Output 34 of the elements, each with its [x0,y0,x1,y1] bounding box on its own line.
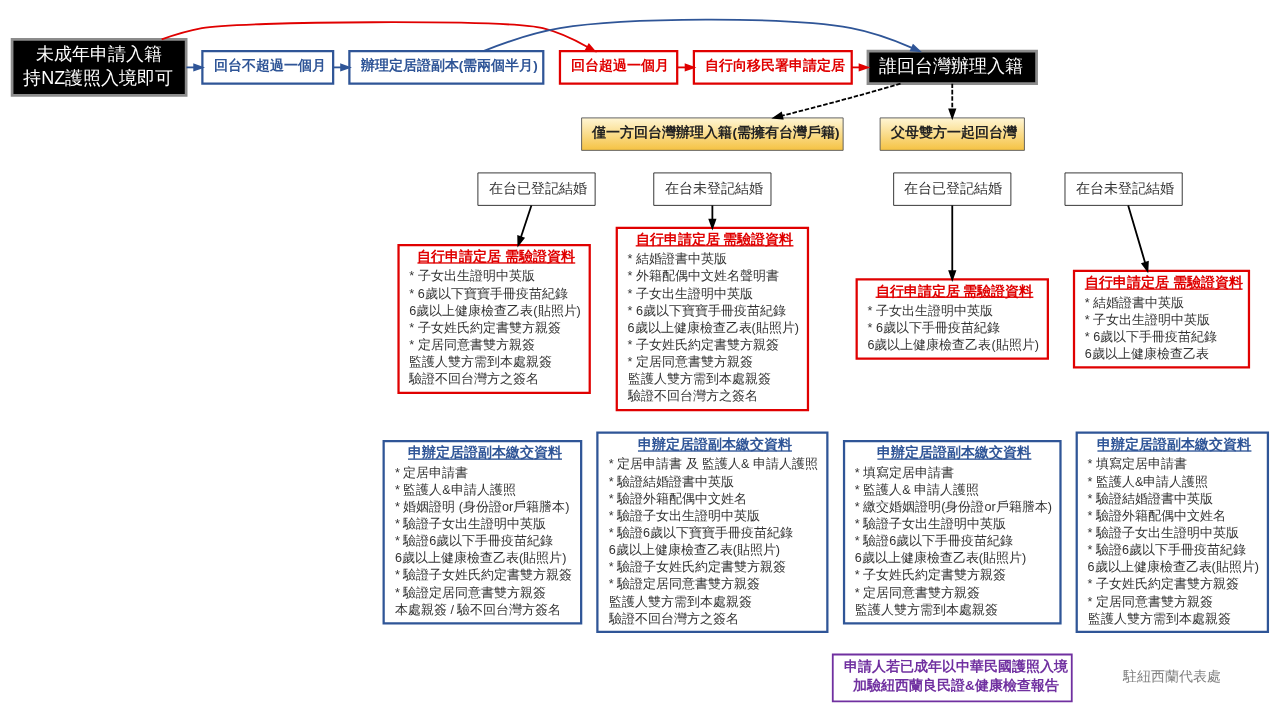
node-box: 自行向移民署申請定居 [692,49,853,85]
node-box: 父母雙方一起回台灣 [879,116,1025,151]
arrow [1127,204,1149,273]
arrow [185,62,206,71]
node-box: 申辦定居證副本繳交資料 * 填寫定居申請書 * 監護人& 申請人護照 * 繳交婚姻證明(身份證or戶籍謄本) * 驗證子女出生證明中英版 * 驗證6歲以下手冊疫苗紀錄 6歲以上健康檢查乙表(貼照片) * 子女姓氏約定書雙方親簽 * 定居同意書雙方親簽 監護人雙方需到本處親簽 [842,439,1062,624]
arrow [482,18,922,52]
node-box: 申辦定居證副本繳交資料 * 定居申請書 及 監護人& 申請人護照 * 驗證結婚證書中英版 * 驗證外籍配偶中文姓名 * 驗證子女出生證明中英版 * 驗證6歲以下寶寶手冊疫苗紀錄 6歲以上健康檢查乙表(貼照片) * 驗證子女姓氏約定書雙方親簽 * 驗證定居同意書雙方親簽 監護人雙方需到本處親簽 驗證不回台灣方之簽名 [596,431,829,633]
node-box: 在台已登記結婚 [893,171,1012,206]
node-box: 申請人若已成年以中華民國護照入境 加驗紐西蘭良民證&健康檢查報告 [831,653,1073,702]
node-box: 在台未登記結婚 [653,171,772,206]
node-box: 誰回台灣辦理入籍 [866,49,1038,85]
arrow [160,20,597,52]
arrow [332,62,352,71]
label: 駐紐西蘭代表處 [1123,668,1222,684]
arrow [771,82,902,120]
arrow [948,204,957,282]
node-box: 回台超過一個月 [558,49,679,85]
node-box: 未成年申請入籍 持NZ護照入境即可 [10,37,188,97]
node-box: 自行申請定居 需驗證資料 * 子女出生證明中英版 * 6歲以下寶寶手冊疫苗紀錄 6歲以上健康檢查乙表(貼照片) * 子女姓氏約定書雙方親簽 * 定居同意書雙方親簽 監護人雙方需到本處親簽 驗證不回台灣方之簽名 [397,243,591,394]
arrow [948,82,957,120]
node-box: 僅一方回台灣辦理入籍(需擁有台灣戶籍) [581,116,844,151]
node-box: 在台已登記結婚 [477,171,596,206]
node-box: 自行申請定居 需驗證資料 * 結婚證書中英版 * 外籍配偶中文姓名聲明書 * 子女出生證明中英版 * 6歲以下寶寶手冊疫苗紀錄 6歲以上健康檢查乙表(貼照片) * 子女姓氏約定書雙方親簽 * 定居同意書雙方親簽 監護人雙方需到本處親簽 驗證不回台灣方之簽名 [615,226,810,411]
node-box: 自行申請定居 需驗證資料 * 結婚證書中英版 * 子女出生證明中英版 * 6歲以下手冊疫苗紀錄 6歲以上健康檢查乙表 [1072,269,1251,368]
node-box: 在台未登記結婚 [1064,171,1183,206]
arrow [851,62,871,71]
arrow [517,204,533,248]
node-box: 申辦定居證副本繳交資料 * 填寫定居申請書 * 監護人&申請人護照 * 驗證結婚證書中英版 * 驗證外籍配偶中文姓名 * 驗證子女出生證明中英版 * 驗證6歲以下手冊疫苗紀錄 6歲以上健康檢查乙表(貼照片) * 子女姓氏約定書雙方親簽 * 定居同意書雙方親簽 監護人雙方需到本處親簽 [1075,431,1270,633]
arrow [708,204,717,230]
node-box: 回台不超過一個月 [201,49,335,85]
arrow [676,62,697,71]
node-box: 自行申請定居 需驗證資料 * 子女出生證明中英版 * 6歲以下手冊疫苗紀錄 6歲以上健康檢查乙表(貼照片) [855,277,1049,360]
node-box: 申辦定居證副本繳交資料 * 定居申請書 * 監護人&申請人護照 * 婚姻證明 (身份證or戶籍謄本) * 驗證子女出生證明中英版 * 驗證6歲以下手冊疫苗紀錄 6歲以上健康檢查乙表(貼照片) * 驗證子女姓氏約定書雙方親簽 * 驗證定居同意書雙方親簽 本處親簽 / 驗不回台灣方簽名 [382,439,583,624]
node-box: 辦理定居證副本(需兩個半月) [348,49,545,85]
